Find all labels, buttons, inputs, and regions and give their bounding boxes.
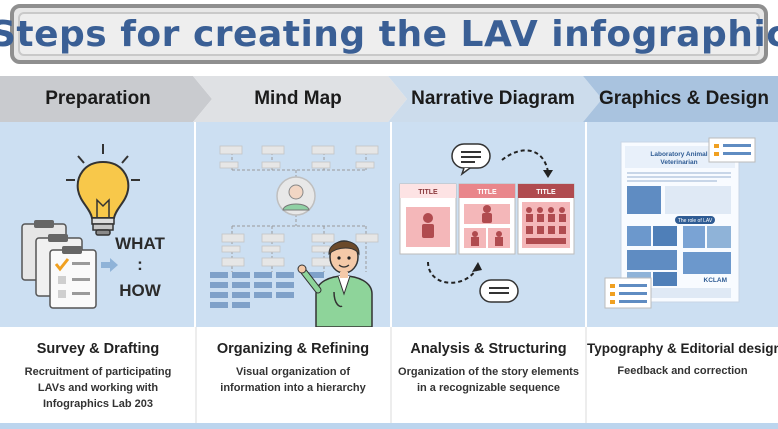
speech-bubble-top-icon (451, 143, 491, 177)
caption-desc-2: Visual organization of information into … (196, 364, 390, 396)
speech-bubble-bottom-icon (479, 279, 519, 303)
caption-desc-1: Recruitment of participating LAVs and wo… (0, 364, 196, 412)
page-title: Steps for creating the LAV infographic (0, 13, 778, 55)
caption-desc-1-line-1: Recruitment of participating (24, 366, 172, 378)
caption-divider-3 (585, 327, 587, 423)
poster-title-line2: Veterinarian (660, 159, 697, 166)
mind-map-top-nodes (219, 145, 379, 169)
story-arrow-top (501, 149, 549, 173)
poster-role-label: The role of LAV (678, 218, 713, 224)
header-band-3 (388, 76, 602, 122)
narrative-illustration: TITLE TITLE TITLE (399, 143, 575, 303)
lightbulb-icon (76, 160, 130, 236)
panel-graphics-design: Laboratory Animal Veterinarian The role … (587, 122, 778, 327)
story-card-1: TITLE (399, 183, 457, 255)
caption-desc-3-line-1: Organization of the story elements (398, 366, 579, 378)
story-card-3: TITLE (517, 183, 575, 255)
step-header-mind-map: Mind Map (254, 88, 342, 109)
panel-mind-map (196, 122, 390, 328)
prep-word-colon: : (137, 255, 143, 274)
mind-map-illustration (210, 145, 379, 328)
note-card-top-icon (708, 137, 756, 163)
story-card-2-title: TITLE (477, 189, 497, 196)
caption-title-4: Typography & Editorial design (587, 341, 778, 356)
doctor-avatar-icon (276, 176, 316, 216)
step-header-graphics-design: Graphics & Design (599, 88, 769, 109)
prep-word-how: HOW (119, 281, 162, 300)
caption-desc-3-line-2: in a recognizable sequence (416, 382, 561, 394)
caption-divider-1 (195, 327, 197, 423)
caption-graphics: Typography & Editorial design Feedback a… (587, 327, 778, 423)
idea-rays-icon (66, 144, 140, 181)
story-arrow-bottom (427, 261, 477, 284)
caption-desc-2-line-1: Visual organization of (235, 366, 351, 378)
caption-divider-2 (390, 327, 392, 423)
caption-preparation: Survey & Drafting Recruitment of partici… (0, 327, 196, 423)
title-banner: Steps for creating the LAV infographic (0, 4, 778, 64)
poster-logo: KCLAM (704, 277, 727, 284)
caption-title-2: Organizing & Refining (216, 341, 370, 357)
preparation-illustration: WHAT : HOW (21, 144, 165, 309)
caption-desc-2-line-2: information into a hierarchy (220, 382, 366, 394)
caption-title-1: Survey & Drafting (36, 341, 160, 357)
poster-text-lines (627, 172, 731, 182)
caption-narrative: Analysis & Structuring Organization of t… (392, 327, 585, 423)
panel-preparation: WHAT : HOW (0, 122, 194, 327)
step-header-narrative-diagram: Narrative Diagram (411, 88, 575, 109)
note-card-bottom-icon (604, 277, 652, 309)
step-header-preparation: Preparation (45, 88, 151, 109)
bottom-accent-bar (0, 423, 778, 429)
panel-narrative-diagram: TITLE TITLE TITLE (392, 122, 585, 327)
arrow-right-icon (101, 258, 118, 272)
caption-title-3: Analysis & Structuring (410, 341, 567, 357)
caption-desc-4: Feedback and correction (587, 363, 778, 379)
prep-word-what: WHAT (115, 234, 165, 253)
caption-desc-1-line-3: Infographics Lab 203 (42, 398, 154, 410)
mind-map-mid-nodes (221, 233, 379, 267)
caption-desc-4-line-1: Feedback and correction (617, 365, 748, 377)
caption-mind-map: Organizing & Refining Visual organizatio… (196, 327, 390, 423)
header-band-2 (193, 76, 407, 122)
poster-title-line1: Laboratory Animal (650, 151, 707, 158)
caption-desc-3: Organization of the story elements in a … (392, 364, 585, 396)
poster-illustration: Laboratory Animal Veterinarian The role … (604, 137, 756, 309)
pointing-doctor-icon (297, 240, 373, 328)
caption-desc-1-line-2: LAVs and working with (37, 382, 159, 394)
header-band-1 (0, 76, 212, 122)
story-card-2: TITLE (458, 183, 516, 255)
mind-map-leaf-nodes (210, 272, 324, 308)
clipboard-stack-icon (21, 220, 97, 309)
title-inner-frame (18, 12, 760, 56)
story-card-3-title: TITLE (536, 189, 556, 196)
story-card-1-title: TITLE (418, 189, 438, 196)
step-header-bands (0, 76, 778, 122)
header-band-4 (583, 76, 778, 122)
